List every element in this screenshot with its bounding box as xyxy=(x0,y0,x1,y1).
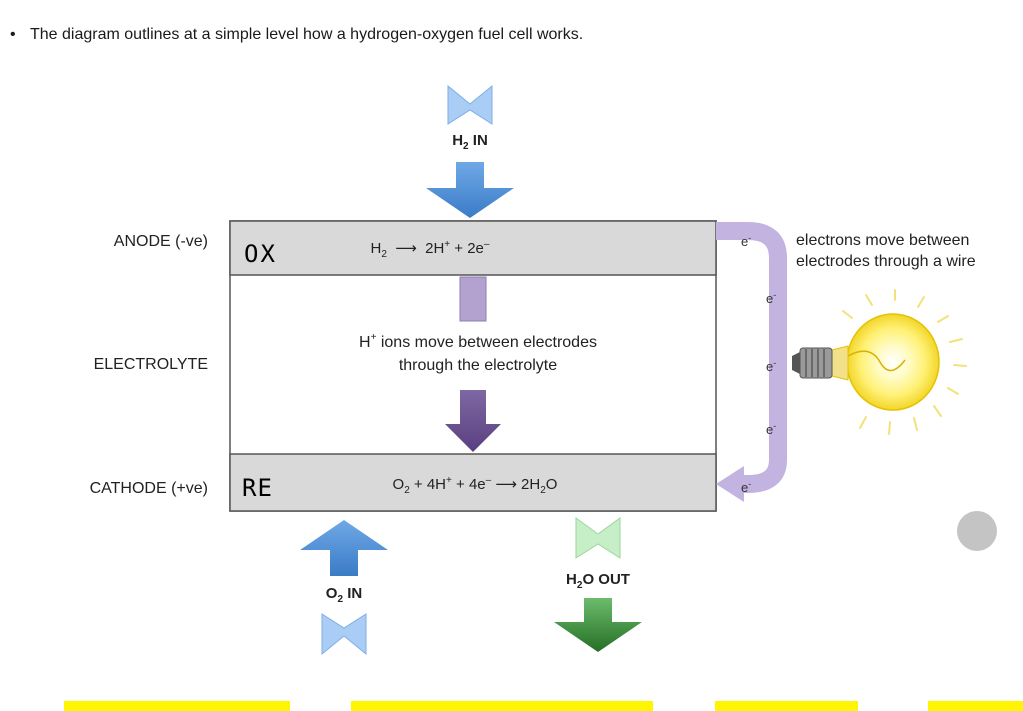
anode-electrode xyxy=(229,220,717,276)
o2-in-label: O2 IN xyxy=(326,585,362,605)
text-highlight xyxy=(928,701,1023,711)
cathode-equation: O2 + 4H+ + 4e– ⟶ 2H2O xyxy=(393,475,558,496)
handwritten-ox-note: OX xyxy=(244,240,277,268)
electron-label: e- xyxy=(766,290,776,306)
wire-electrons: e- e- e- e- e- xyxy=(741,233,776,495)
cathode-electrode xyxy=(229,453,717,512)
cathode-label: CATHODE (+ve) xyxy=(90,480,208,497)
wire-note-line1: electrons move between xyxy=(796,232,969,249)
h2o-outlet-chevron xyxy=(575,517,621,559)
o2-inlet-chevron xyxy=(321,613,367,656)
h2-in-label: H2 IN xyxy=(452,132,488,152)
wire-arrowhead xyxy=(716,466,744,502)
h2-inlet-chevron xyxy=(447,84,493,125)
intro-text: The diagram outlines at a simple level h… xyxy=(30,26,584,43)
electron-label: e- xyxy=(766,358,776,374)
anode-label: ANODE (-ve) xyxy=(114,233,208,250)
text-highlight xyxy=(64,701,290,711)
ion-flow-arrow-down xyxy=(445,390,501,452)
h2o-out-label: H2O OUT xyxy=(566,571,630,591)
electron-label: e- xyxy=(741,479,751,495)
electrolyte-label: ELECTROLYTE xyxy=(94,356,208,373)
anode-equation: H2 ⟶ 2H+ + 2e– xyxy=(371,239,490,260)
h2o-flow-arrow-down xyxy=(554,598,642,652)
intro-line: • The diagram outlines at a simple level … xyxy=(10,26,583,44)
bullet-marker: • xyxy=(10,26,16,43)
handwritten-re-note: RE xyxy=(242,474,273,502)
light-bulb-icon xyxy=(792,289,967,435)
wire-note-line2: electrodes through a wire xyxy=(796,253,976,270)
electrolyte-text-line2: through the electrolyte xyxy=(399,357,557,374)
text-highlight xyxy=(715,701,858,711)
electrolyte-text-line1: H+ ions move between electrodes xyxy=(359,332,597,351)
cursor-dot-indicator xyxy=(957,511,997,551)
h2-flow-arrow-down xyxy=(426,162,514,218)
electron-label: e- xyxy=(766,421,776,437)
text-highlight xyxy=(351,701,653,711)
electron-label: e- xyxy=(741,233,751,249)
external-wire xyxy=(716,222,787,493)
o2-flow-arrow-up xyxy=(300,520,388,576)
ion-flow-bar xyxy=(459,276,487,322)
